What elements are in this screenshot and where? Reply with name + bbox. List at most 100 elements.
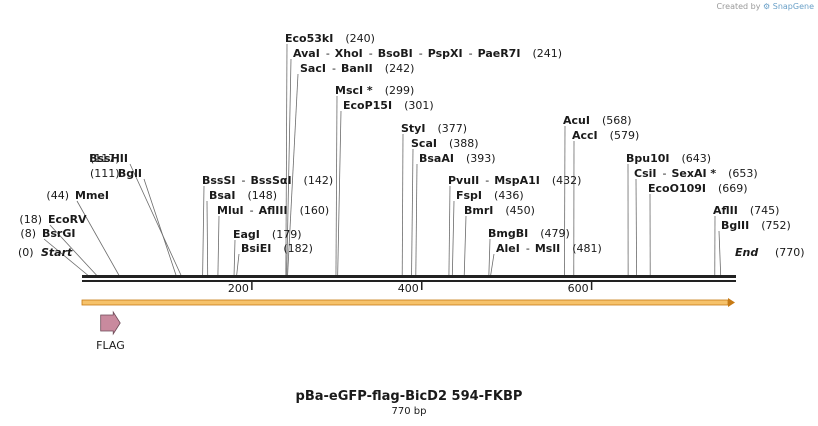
enzyme-name[interactable]: FspI: [456, 189, 482, 202]
enzyme-name[interactable]: AflIII: [259, 204, 288, 217]
enzyme-leader-lines: [43, 43, 722, 277]
enzyme-name[interactable]: BmgBI: [488, 227, 528, 240]
enzyme-position: (142): [304, 174, 334, 187]
enzyme-name[interactable]: CsiI: [634, 167, 656, 180]
enzyme-name[interactable]: StyI: [401, 122, 425, 135]
enzyme-position: (568): [602, 114, 632, 127]
credit-brand: SnapGene: [772, 2, 814, 11]
enzyme-name[interactable]: PaeR7I: [478, 47, 521, 60]
plasmid-length: 770 bp: [392, 406, 427, 417]
enzyme-name[interactable]: BsaI: [209, 189, 235, 202]
enzyme-leader-line: [411, 148, 414, 277]
sequence-arrow-body: [81, 299, 729, 306]
enzyme-position: (436): [494, 189, 524, 202]
enzyme-separator: -: [419, 47, 423, 60]
enzyme-separator: -: [332, 62, 336, 75]
enzyme-position: (653): [728, 167, 758, 180]
enzyme-name[interactable]: AleI: [496, 242, 520, 255]
enzyme-name[interactable]: EagI: [233, 228, 260, 241]
snapgene-credit: Created by ⚙ SnapGene: [716, 2, 814, 11]
enzyme-leader-line: [401, 133, 404, 277]
enzyme-position: (301): [404, 99, 434, 112]
enzyme-name[interactable]: MspA1I: [494, 174, 540, 187]
enzyme-position: (242): [385, 62, 415, 75]
enzyme-name[interactable]: BmrI: [464, 204, 493, 217]
enzyme-name[interactable]: AcuI: [563, 114, 590, 127]
enzyme-leader-line: [236, 253, 240, 277]
snapgene-logo-icon: ⚙: [763, 2, 771, 11]
enzyme-separator: -: [326, 47, 330, 60]
enzyme-position: (241): [532, 47, 562, 60]
enzyme-leader-line: [143, 178, 177, 277]
enzyme-position: (44): [46, 189, 69, 202]
sequence-arrow: [81, 298, 735, 307]
enzyme-position: (18): [19, 213, 42, 226]
enzyme-position: (182): [283, 242, 313, 255]
enzyme-name[interactable]: PvuII: [448, 174, 479, 187]
enzyme-leader-line: [635, 178, 638, 277]
ruler-tick-label: 200: [228, 282, 249, 295]
enzyme-name[interactable]: PspXI: [428, 47, 463, 60]
enzyme-position: (643): [682, 152, 712, 165]
enzyme-labels: (8)BsrGI(18)EcoRV(44)MmeI(111)BglI(117)B…: [19, 32, 790, 255]
enzyme-separator: -: [242, 174, 246, 187]
enzyme-name[interactable]: XhoI: [335, 47, 363, 60]
enzyme-name[interactable]: BssHII: [89, 152, 128, 165]
enzyme-leader-line: [415, 163, 418, 277]
enzyme-name[interactable]: EcoO109I: [648, 182, 706, 195]
start-label: Start: [41, 246, 73, 259]
feature-flag-arrow[interactable]: [100, 310, 121, 336]
enzyme-name[interactable]: BssSαI: [250, 174, 291, 187]
enzyme-name[interactable]: BsoBI: [378, 47, 413, 60]
enzyme-name[interactable]: MluI: [217, 204, 244, 217]
enzyme-leader-line: [43, 238, 90, 277]
plasmid-name: pBa-eGFP-flag-BicD2 594-FKBP: [296, 389, 523, 404]
enzyme-name[interactable]: AvaI: [293, 47, 320, 60]
enzyme-leader-line: [287, 73, 299, 277]
features: FLAG: [96, 310, 125, 352]
enzyme-leader-line: [76, 200, 120, 277]
enzyme-name[interactable]: MscI *: [335, 84, 373, 97]
enzyme-position: (8): [20, 227, 36, 240]
enzyme-name[interactable]: BssSI: [202, 174, 236, 187]
enzyme-position: (450): [505, 204, 535, 217]
enzyme-position: (117): [90, 152, 120, 165]
enzyme-leader-line: [286, 58, 292, 277]
enzyme-name[interactable]: ScaI: [411, 137, 437, 150]
backbone-strand-bottom: [82, 280, 736, 282]
enzyme-position: (745): [750, 204, 780, 217]
ruler-tick-label: 400: [398, 282, 419, 295]
enzyme-name[interactable]: MmeI: [75, 189, 109, 202]
enzyme-name[interactable]: BsrGI: [42, 227, 75, 240]
enzyme-name[interactable]: MslI: [535, 242, 560, 255]
enzyme-name[interactable]: BsaAI: [419, 152, 454, 165]
enzyme-leader-line: [129, 163, 182, 277]
enzyme-name[interactable]: BglII: [721, 219, 749, 232]
enzyme-position: (481): [572, 242, 602, 255]
enzyme-name[interactable]: EcoP15I: [343, 99, 392, 112]
enzyme-leader-line: [206, 200, 209, 277]
enzyme-position: (111): [90, 167, 120, 180]
enzyme-position: (479): [540, 227, 570, 240]
enzyme-name[interactable]: BglI: [118, 167, 142, 180]
enzyme-name[interactable]: AccI: [572, 129, 598, 142]
enzyme-position: (160): [300, 204, 330, 217]
enzyme-separator: -: [369, 47, 373, 60]
enzyme-name[interactable]: EcoRV: [48, 213, 87, 226]
enzyme-leader-line: [233, 239, 236, 277]
enzyme-leader-line: [202, 185, 205, 277]
enzyme-name[interactable]: Eco53kI: [285, 32, 333, 45]
enzyme-position: (669): [718, 182, 748, 195]
enzyme-leader-line: [448, 185, 451, 277]
enzyme-position: (393): [466, 152, 496, 165]
enzyme-name[interactable]: BanII: [341, 62, 373, 75]
enzyme-position: (579): [610, 129, 640, 142]
enzyme-name[interactable]: BsiEI: [241, 242, 271, 255]
enzyme-name[interactable]: AflII: [713, 204, 738, 217]
enzyme-position: (432): [552, 174, 582, 187]
enzyme-name[interactable]: SexAI *: [671, 167, 716, 180]
enzyme-name[interactable]: Bpu10I: [626, 152, 670, 165]
enzyme-leader-line: [718, 230, 722, 277]
enzyme-name[interactable]: SacI: [300, 62, 326, 75]
